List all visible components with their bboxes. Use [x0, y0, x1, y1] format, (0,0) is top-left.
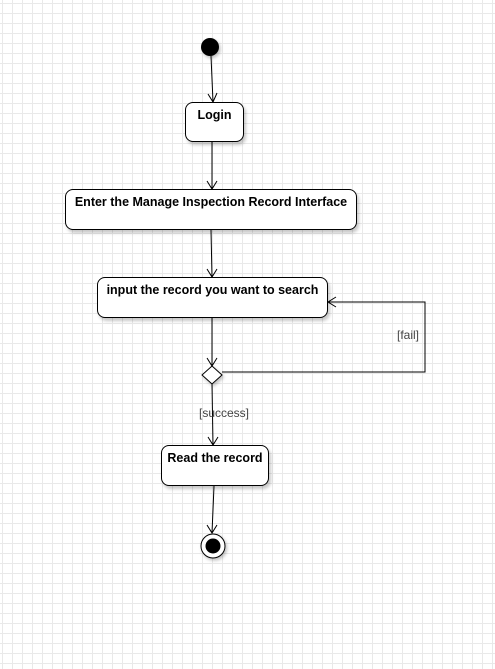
initial-node — [201, 38, 219, 56]
edge-start-to-login — [210, 55, 214, 103]
activity-read-record: Read the record — [161, 445, 269, 486]
activity-enter-interface-label: Enter the Manage Inspection Record Inter… — [74, 195, 348, 209]
final-node-dot — [205, 538, 221, 554]
decision-node — [201, 365, 223, 385]
activity-input-record: input the record you want to search — [97, 277, 328, 318]
activity-login: Login — [185, 102, 244, 142]
activity-login-label: Login — [197, 108, 232, 122]
arrowhead — [206, 524, 218, 534]
guard-success-label: [success] — [199, 406, 250, 420]
edge-decision-fail-loop — [222, 301, 426, 373]
activity-read-record-label: Read the record — [167, 451, 263, 465]
guard-fail-label: [fail] — [397, 328, 420, 342]
edge-enter-to-input — [210, 229, 213, 278]
activity-enter-interface: Enter the Manage Inspection Record Inter… — [65, 189, 357, 230]
edge-read-to-end — [211, 485, 215, 534]
arrowhead — [327, 296, 337, 308]
edge-decision-to-read — [211, 383, 214, 446]
activity-input-record-label: input the record you want to search — [106, 283, 319, 297]
